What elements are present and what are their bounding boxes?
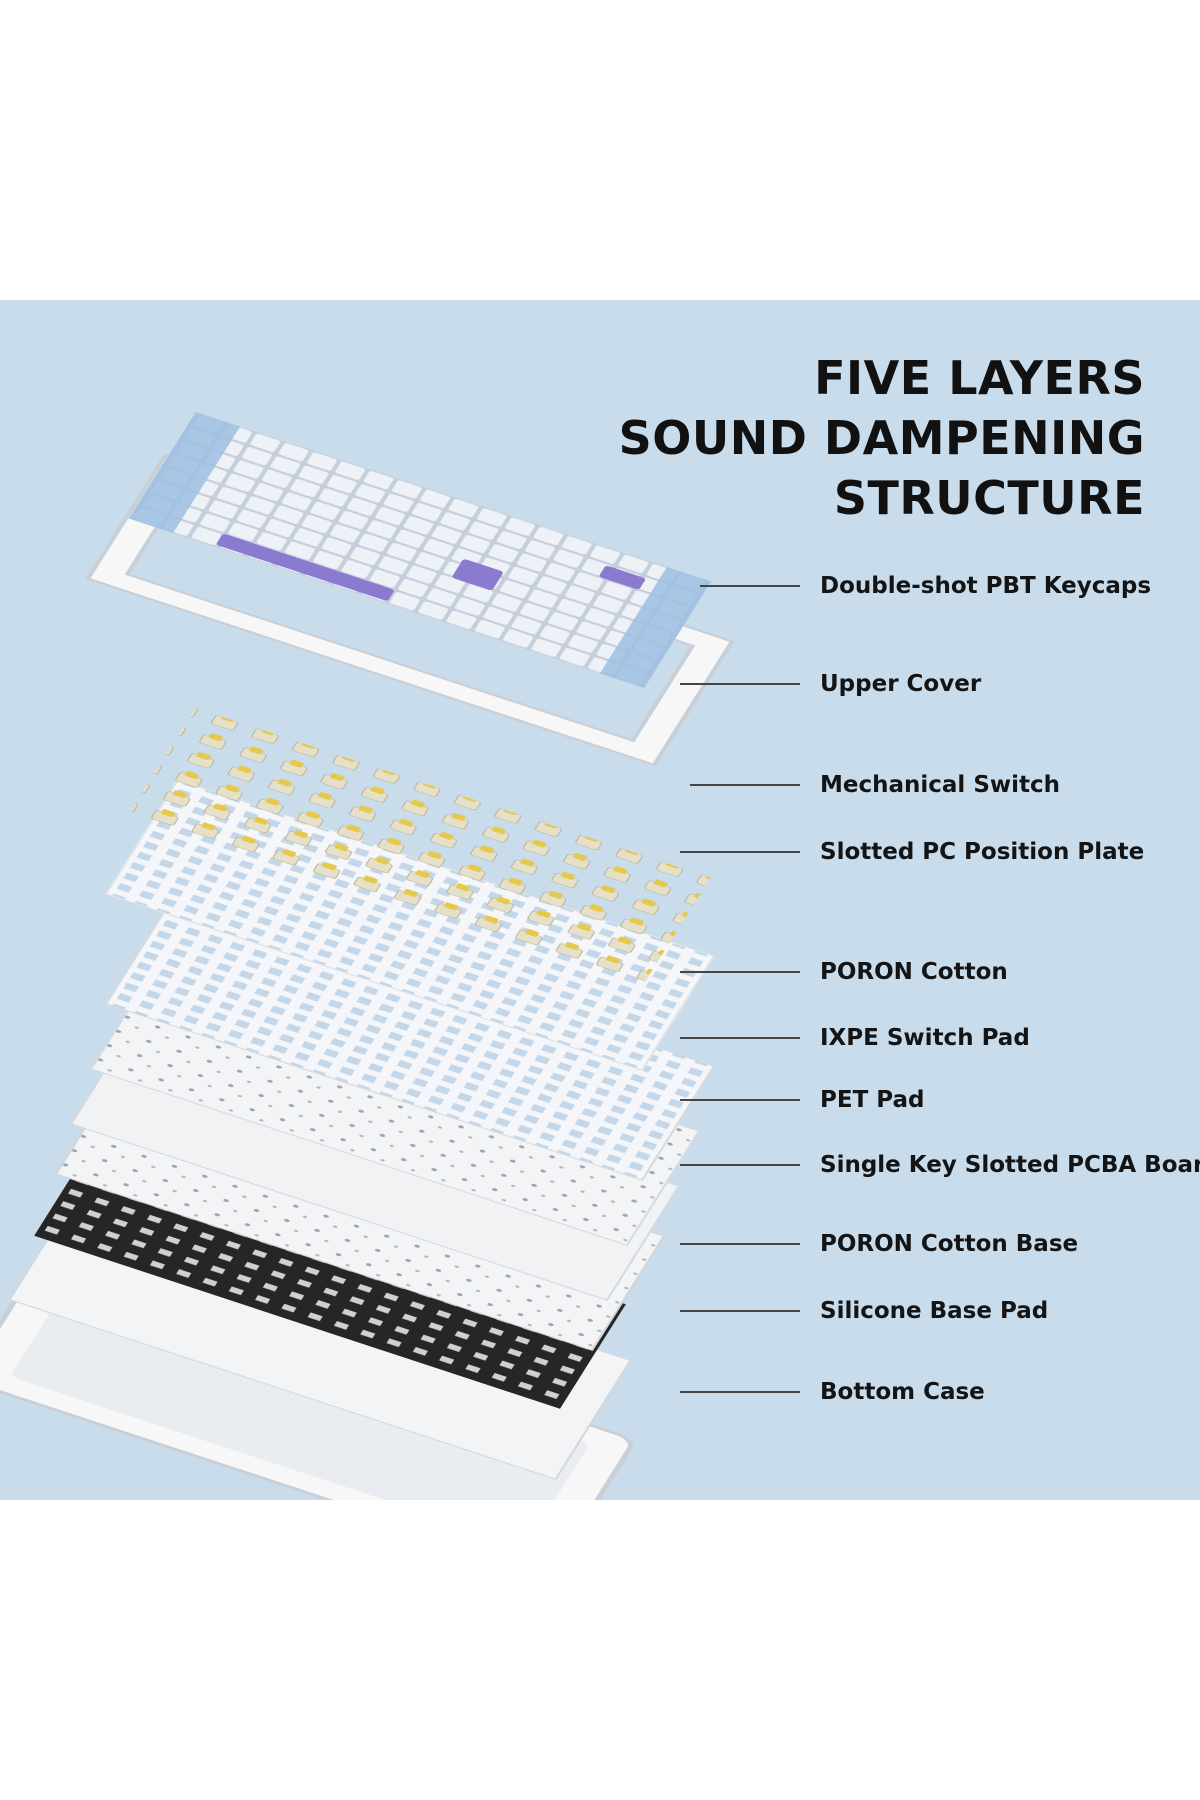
layer-label-ixpe-switch-pad: IXPE Switch Pad <box>820 1025 1030 1051</box>
keycaps-layer-icon <box>128 411 712 689</box>
leader-lines <box>680 585 800 1393</box>
headline: FIVE LAYERS SOUND DAMPENING STRUCTURE <box>619 348 1145 528</box>
diagram-panel: FIVE LAYERS SOUND DAMPENING STRUCTURE Do… <box>0 300 1200 1500</box>
layer-label-pcba-board: Single Key Slotted PCBA Board <box>820 1152 1200 1178</box>
keyboard-exploded-illustration <box>0 300 1200 1500</box>
layer-label-upper-cover: Upper Cover <box>820 671 982 697</box>
layer-label-bottom-case: Bottom Case <box>820 1379 985 1405</box>
headline-line: FIVE LAYERS <box>814 351 1145 405</box>
layer-label-pet-pad: PET Pad <box>820 1087 925 1113</box>
mechanical-switch-layer-icon <box>129 707 711 983</box>
layer-label-silicone-base-pad: Silicone Base Pad <box>820 1298 1049 1324</box>
layer-label-position-plate: Slotted PC Position Plate <box>820 839 1145 865</box>
layer-label-poron-cotton: PORON Cotton <box>820 959 1008 985</box>
headline-line: STRUCTURE <box>833 471 1145 525</box>
layer-label-keycaps: Double-shot PBT Keycaps <box>820 573 1152 599</box>
layer-label-poron-cotton-base: PORON Cotton Base <box>820 1231 1079 1257</box>
layer-label-mechanical-switch: Mechanical Switch <box>820 772 1061 798</box>
headline-line: SOUND DAMPENING <box>618 411 1145 465</box>
